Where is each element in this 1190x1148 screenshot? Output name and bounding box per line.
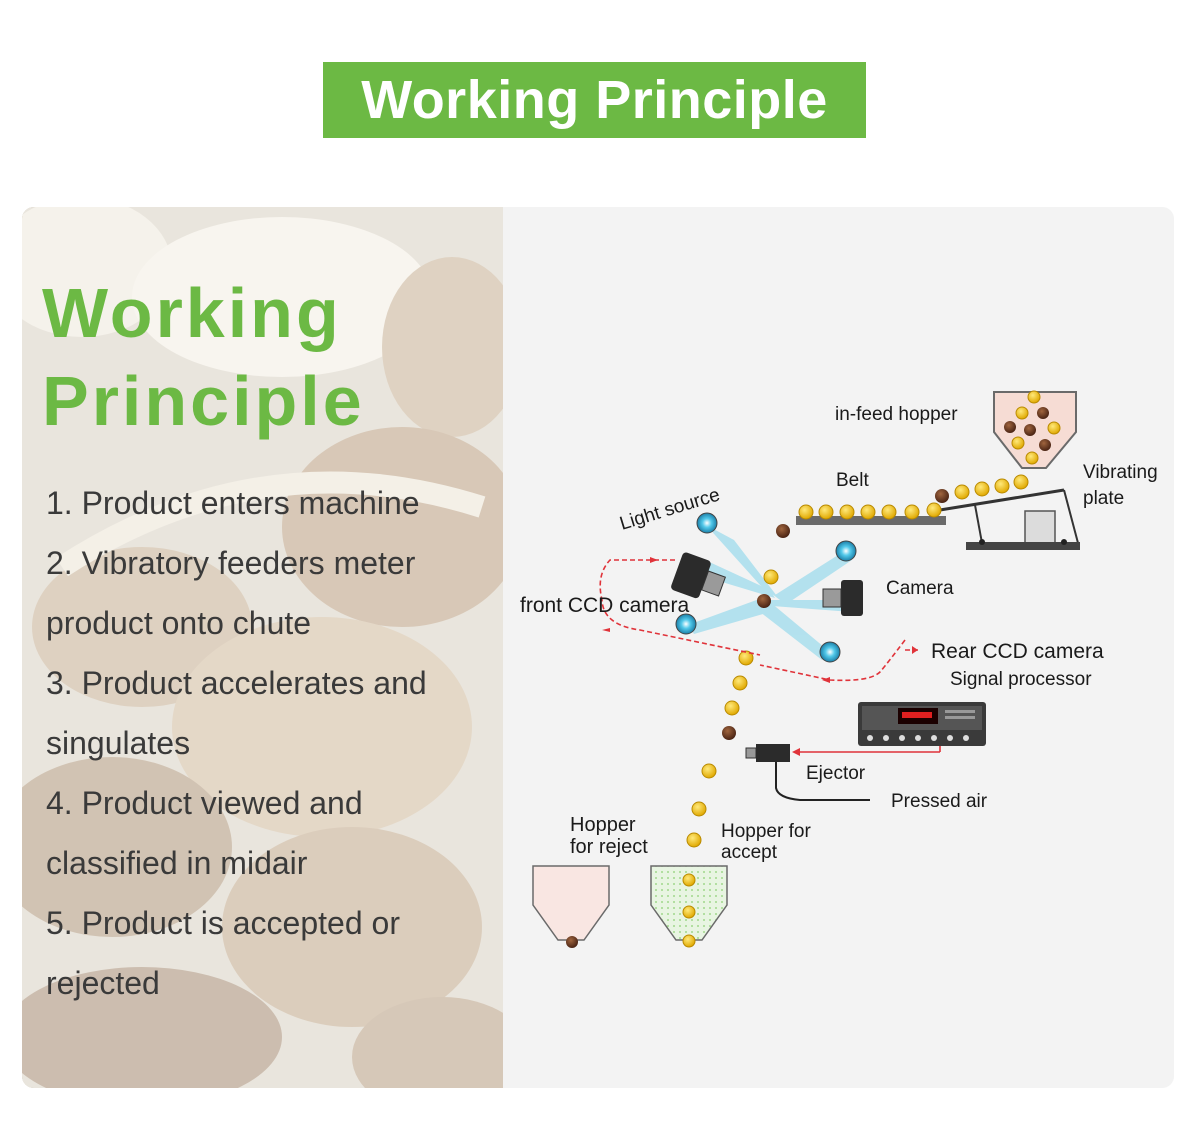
label-camera: Camera bbox=[886, 578, 954, 599]
label-signal-processor: Signal processor bbox=[950, 669, 1092, 690]
label-ejector: Ejector bbox=[806, 763, 866, 784]
step-line: 1. Product enters machine bbox=[46, 485, 420, 521]
heading-line-1: Working bbox=[42, 274, 342, 352]
processor-to-ejector-link bbox=[792, 746, 941, 756]
label-belt: Belt bbox=[836, 470, 869, 491]
ejector-nozzle-icon bbox=[745, 744, 870, 801]
step-line: classified in midair bbox=[46, 845, 308, 881]
title-banner: Working Principle bbox=[323, 62, 866, 138]
heading-line-2: Principle bbox=[42, 362, 365, 440]
step-line: singulates bbox=[46, 725, 191, 761]
reject-hopper bbox=[532, 865, 610, 948]
label-rear-ccd-camera: Rear CCD camera bbox=[931, 640, 1104, 663]
signal-processor-unit bbox=[858, 702, 986, 746]
light-source-lamps bbox=[675, 512, 857, 663]
steps-list: 1. Product enters machine 2. Vibratory f… bbox=[46, 473, 496, 1013]
step-line: rejected bbox=[46, 965, 160, 1001]
accept-hopper bbox=[650, 865, 728, 948]
rear-ccd-camera-icon bbox=[822, 580, 863, 616]
label-infeed-hopper: in-feed hopper bbox=[835, 404, 958, 425]
step-line: 2. Vibratory feeders meter bbox=[46, 545, 416, 581]
vibrating-plate bbox=[939, 488, 1080, 550]
label-hopper-accept-2: accept bbox=[721, 842, 778, 863]
step-line: product onto chute bbox=[46, 605, 312, 641]
plate-nuts bbox=[935, 474, 1029, 503]
front-ccd-camera-icon bbox=[671, 552, 727, 599]
step-line: 4. Product viewed and bbox=[46, 785, 363, 821]
text-panel: Working Principle 1. Product enters mach… bbox=[22, 207, 503, 1088]
content-card: Working Principle 1. Product enters mach… bbox=[22, 207, 1174, 1088]
banner-title: Working Principle bbox=[361, 70, 828, 130]
falling-nuts bbox=[686, 524, 790, 848]
infeed-hopper bbox=[993, 390, 1077, 469]
section-heading: Working Principle bbox=[42, 269, 482, 445]
light-beams bbox=[688, 525, 852, 660]
label-vibrating-plate-1: Vibrating bbox=[1083, 462, 1158, 483]
signal-arrows bbox=[602, 557, 918, 683]
label-vibrating-plate-2: plate bbox=[1083, 488, 1124, 509]
label-pressed-air: Pressed air bbox=[891, 791, 988, 812]
step-line: 5. Product is accepted or bbox=[46, 905, 400, 941]
diagram-panel: in-feed hopper Belt Vibrating plate Ligh… bbox=[503, 207, 1174, 1088]
label-hopper-accept-1: Hopper for bbox=[721, 821, 811, 842]
label-front-ccd-camera: front CCD camera bbox=[520, 594, 690, 617]
label-hopper-reject-2: for reject bbox=[570, 836, 648, 858]
white-overlay bbox=[22, 207, 503, 1088]
label-hopper-reject-1: Hopper bbox=[570, 814, 636, 836]
step-line: 3. Product accelerates and bbox=[46, 665, 427, 701]
conveyor-belt bbox=[796, 502, 946, 525]
sorting-machine-diagram: in-feed hopper Belt Vibrating plate Ligh… bbox=[520, 390, 1158, 948]
